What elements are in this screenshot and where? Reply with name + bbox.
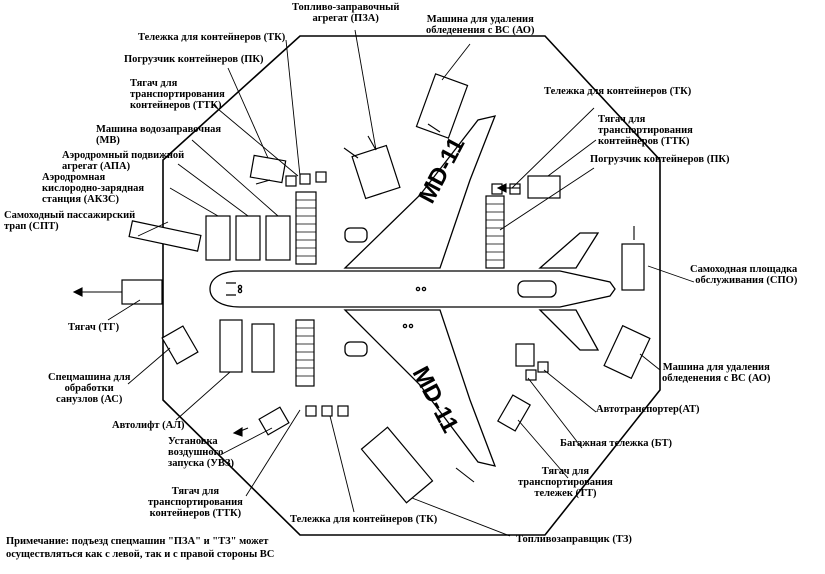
label-tg: Тягач (ТГ) [68,322,120,333]
wing-lower [343,309,497,467]
label-tz: Топливозаправщик (ТЗ) [516,534,632,545]
vehicle-apa [235,215,261,261]
label-at: Автотранспортер(АТ) [596,404,700,415]
vehicle-spo [621,243,645,291]
vehicle-ao-top [415,73,469,139]
vehicle-tt [497,394,531,432]
vehicle-pk-left [249,154,287,184]
label-apa: Аэродромный подвижной агрегат (АПА) [62,150,185,172]
label-spo: Самоходная площадка обслуживания (СПО) [690,264,798,286]
vehicle-tg [121,279,163,305]
leader-lines [107,29,695,537]
label-tk-top: Тележка для контейнеров (ТК) [138,32,286,43]
label-pk-left: Погрузчик контейнеров (ПК) [124,54,264,65]
loader-right [485,195,505,269]
label-mv: Машина водозаправочная (МВ) [96,124,222,146]
aircraft [209,115,616,467]
stabilizer-lower [538,309,600,351]
vehicle-al-2 [251,323,275,373]
loader-lower-left [295,319,315,387]
label-tk-bottom: Тележка для контейнеров (ТК) [290,514,438,525]
container-cart-3 [315,171,327,183]
engine-left [344,227,368,243]
vehicle-al-1 [219,319,243,373]
vehicle-as [161,325,199,365]
engine-right [344,341,368,357]
container-cart-b2 [321,405,333,417]
vehicle-akzs [205,215,231,261]
container-cart-r2 [509,183,521,195]
loader-hatching [296,199,504,377]
label-spt: Самоходный пассажирский трап (СПТ) [4,210,136,232]
vehicle-spt [128,220,202,252]
label-akzs: Аэродромная кислородно-зарядная станция … [42,172,145,205]
container-cart-1 [285,175,297,187]
baggage-cart-2 [537,361,549,373]
label-ao-top: Машина для удаления обледенения с ВС (АО… [426,14,535,36]
fuselage [209,270,616,308]
vehicle-pk-right [527,175,561,199]
label-uvz: Установка воздушного запуска (УВЗ) [168,436,234,469]
wing-upper [343,115,497,269]
tail-engine [517,280,557,298]
label-pza: Топливо-заправочный агрегат (ПЗА) [292,2,400,24]
container-cart-b1 [305,405,317,417]
movement-arrows [72,123,635,483]
label-pk-right: Погрузчик контейнеров (ПК) [590,154,730,165]
vehicles [121,73,651,504]
loader-left [295,191,317,265]
label-bt: Багажная тележка (БТ) [560,438,672,449]
vehicle-tz [360,426,434,504]
label-tk-right: Тележка для контейнеров (ТК) [544,86,692,97]
vehicle-ao-right [603,324,651,380]
label-tt: Тягач для транспортирования тележек (ТТ) [518,466,613,499]
vehicle-uvz [258,406,290,436]
container-cart-b3 [337,405,349,417]
label-al: Автолифт (АЛ) [112,420,185,431]
diagram-note: Примечание: подъезд спецмашин "ПЗА" и "Т… [6,536,275,560]
label-ttk-bottom: Тягач для транспортирования контейнеров … [148,486,243,519]
label-as: Спецмашина для обработки санузлов (АС) [48,372,131,405]
label-ttk-left: Тягач для транспортирования контейнеров … [130,78,225,111]
label-ttk-right: Тягач для транспортирования контейнеров … [598,114,693,147]
container-cart-2 [299,173,311,185]
vehicle-pza [351,144,401,200]
baggage-cart-1 [525,369,537,381]
vehicle-at [515,343,535,367]
stabilizer-upper [538,232,600,269]
vehicle-mv [265,215,291,261]
label-ao-right: Машина для удаления обледенения с ВС (АО… [662,362,771,384]
